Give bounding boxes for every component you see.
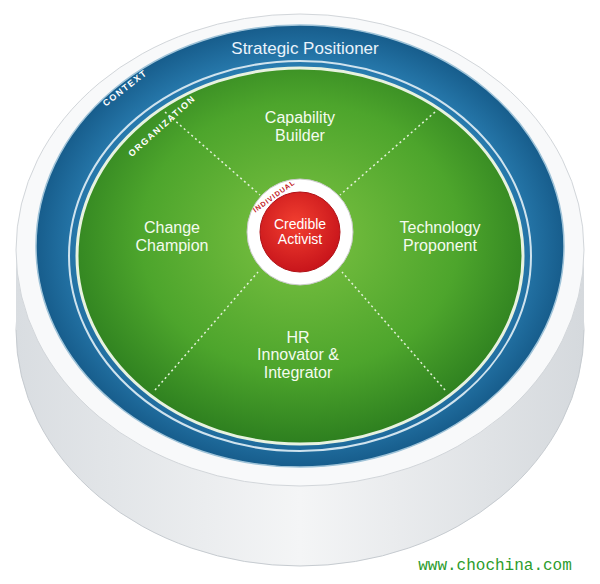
text-anchor: Strategic Positioner	[231, 39, 378, 59]
role-label: Change Champion	[120, 219, 224, 254]
role-label: HR Innovator & Integrator	[255, 329, 341, 382]
organization-circle: ORGANIZATIONCapability BuilderChange Cha…	[75, 66, 525, 446]
individual-circle: INDIVIDUALCredible Activist	[246, 178, 354, 286]
watermark: www.chochina.com	[418, 557, 572, 575]
text-anchor: www.chochina.com	[418, 557, 572, 575]
role-quadrant: Change Champion	[116, 215, 228, 258]
text-anchor: Credible Activist	[264, 217, 336, 248]
role-label: Credible Activist	[264, 217, 336, 248]
role-quadrant: Capability Builder	[244, 105, 356, 148]
role-quadrant: Technology Proponent	[384, 215, 496, 258]
role-label: Capability Builder	[248, 109, 352, 144]
context-ring: CONTEXTStrategic PositionerORGANIZATIONC…	[35, 24, 565, 468]
role-label: Technology Proponent	[388, 219, 492, 254]
role-quadrant: HR Innovator & Integrator	[251, 325, 345, 386]
role-label: Strategic Positioner	[231, 39, 378, 59]
